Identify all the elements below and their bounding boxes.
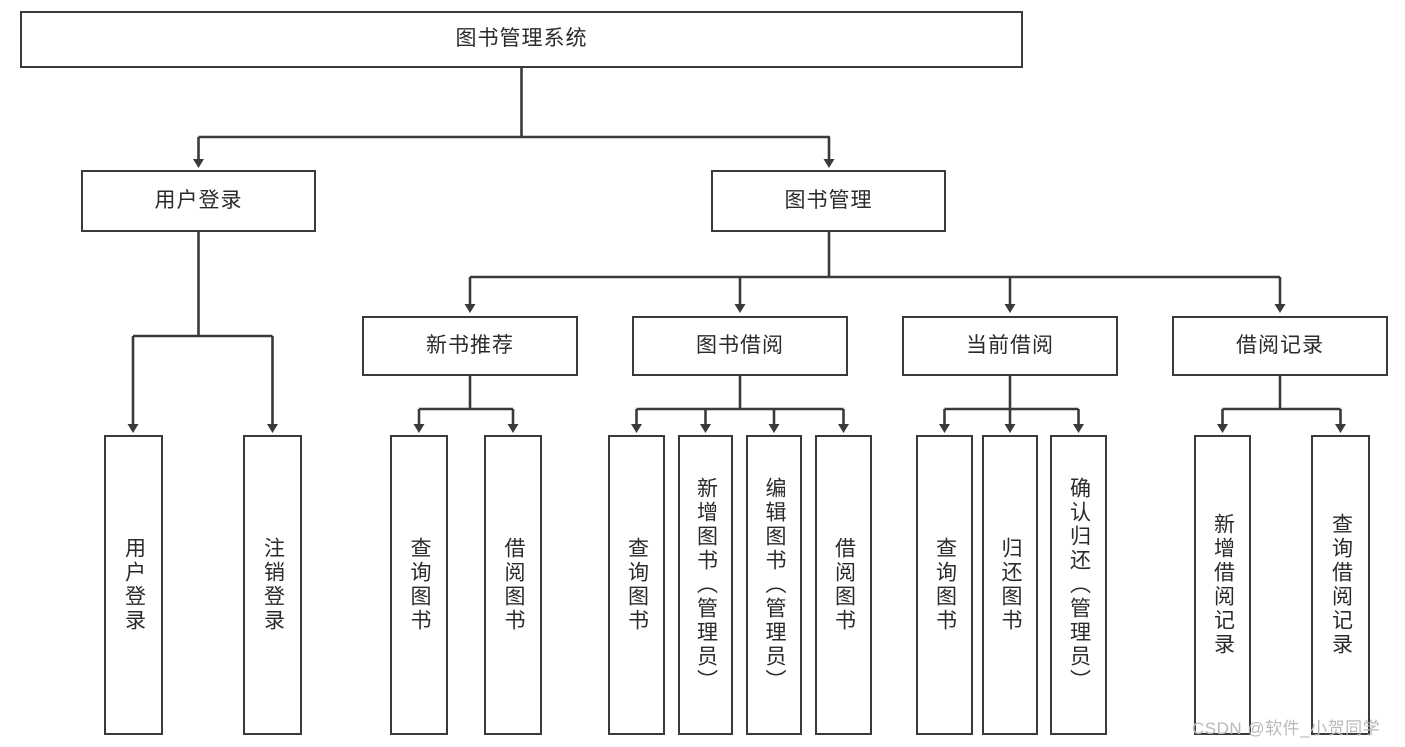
node-current-borrow[interactable]: 当前借阅 bbox=[902, 316, 1118, 376]
node-book-management-label: 图书管理 bbox=[784, 188, 873, 212]
leaf-query-book-current-label: 查询图书 bbox=[933, 537, 957, 633]
leaf-user-login-label: 用户登录 bbox=[122, 537, 146, 633]
node-book-borrow[interactable]: 图书借阅 bbox=[632, 316, 848, 376]
leaf-borrow-book-label: 借阅图书 bbox=[832, 537, 856, 633]
leaf-user-login[interactable]: 用户登录 bbox=[104, 435, 163, 735]
leaf-add-borrow-record[interactable]: 新增借阅记录 bbox=[1194, 435, 1251, 735]
csdn-watermark: CSDN @软件_小贺同学 bbox=[1192, 719, 1381, 738]
leaf-query-book-current[interactable]: 查询图书 bbox=[916, 435, 973, 735]
leaf-borrow-book[interactable]: 借阅图书 bbox=[815, 435, 872, 735]
leaf-query-borrow-record-label: 查询借阅记录 bbox=[1329, 513, 1353, 657]
leaf-query-book-recommend-label: 查询图书 bbox=[408, 537, 432, 633]
leaf-borrow-book-recommend[interactable]: 借阅图书 bbox=[484, 435, 542, 735]
leaf-query-borrow-record[interactable]: 查询借阅记录 bbox=[1311, 435, 1370, 735]
node-current-borrow-label: 当前借阅 bbox=[966, 333, 1054, 357]
leaf-confirm-return-admin[interactable]: 确认归还（管理员） bbox=[1050, 435, 1107, 735]
node-root[interactable]: 图书管理系统 bbox=[20, 11, 1023, 68]
leaf-edit-book-admin-label: 编辑图书（管理员） bbox=[763, 477, 787, 693]
leaf-logout-label: 注销登录 bbox=[261, 537, 285, 633]
node-book-borrow-label: 图书借阅 bbox=[696, 333, 784, 357]
node-book-management[interactable]: 图书管理 bbox=[711, 170, 946, 232]
leaf-query-book-borrow[interactable]: 查询图书 bbox=[608, 435, 665, 735]
node-user-login-label: 用户登录 bbox=[154, 188, 243, 212]
leaf-borrow-book-recommend-label: 借阅图书 bbox=[502, 537, 526, 633]
node-borrow-record[interactable]: 借阅记录 bbox=[1172, 316, 1388, 376]
leaf-query-book-borrow-label: 查询图书 bbox=[625, 537, 649, 633]
leaf-return-book[interactable]: 归还图书 bbox=[982, 435, 1038, 735]
leaf-confirm-return-admin-label: 确认归还（管理员） bbox=[1067, 477, 1091, 693]
node-new-book-recommend[interactable]: 新书推荐 bbox=[362, 316, 578, 376]
leaf-return-book-label: 归还图书 bbox=[999, 537, 1023, 633]
leaf-add-book-admin-label: 新增图书（管理员） bbox=[694, 477, 718, 693]
leaf-query-book-recommend[interactable]: 查询图书 bbox=[390, 435, 448, 735]
leaf-add-book-admin[interactable]: 新增图书（管理员） bbox=[678, 435, 733, 735]
node-user-login[interactable]: 用户登录 bbox=[81, 170, 316, 232]
node-root-label: 图书管理系统 bbox=[455, 27, 588, 51]
node-borrow-record-label: 借阅记录 bbox=[1236, 333, 1324, 357]
leaf-add-borrow-record-label: 新增借阅记录 bbox=[1211, 513, 1235, 657]
node-new-book-recommend-label: 新书推荐 bbox=[426, 333, 514, 357]
leaf-logout[interactable]: 注销登录 bbox=[243, 435, 302, 735]
leaf-edit-book-admin[interactable]: 编辑图书（管理员） bbox=[746, 435, 802, 735]
